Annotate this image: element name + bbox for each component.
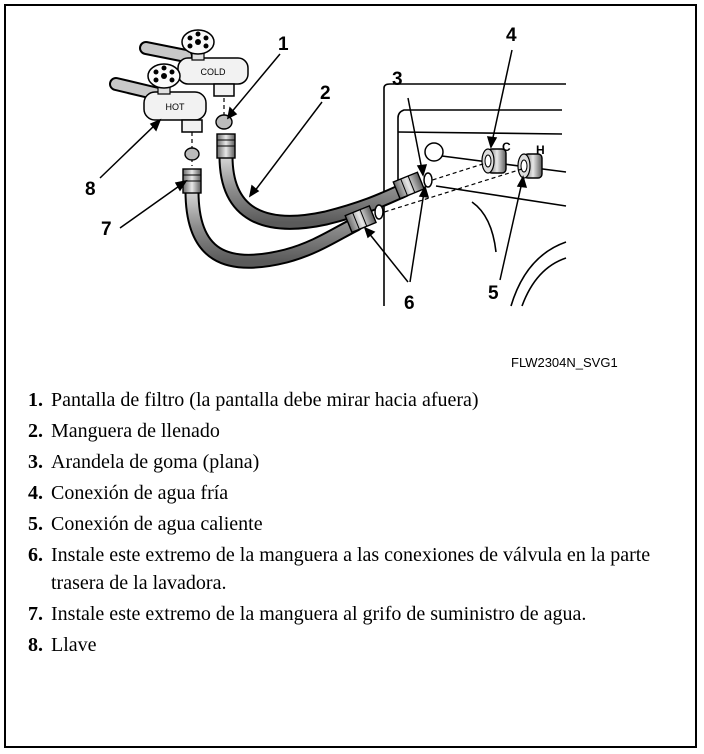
callout-1: 1 (278, 34, 289, 55)
legend-item: 8. Llave (28, 631, 688, 659)
legend-number: 5. (28, 513, 43, 535)
legend-item: 2. Manguera de llenado (28, 417, 688, 445)
cold-water-tap (139, 29, 249, 97)
document-frame: COLD HOT C H (4, 4, 697, 748)
alignment-lines (191, 98, 523, 215)
legend-number: 4. (28, 482, 43, 504)
legend-item: 7. Instale este extremo de la manguera al… (28, 600, 688, 628)
legend-item: 6. Instale este extremo de la manguera a … (28, 541, 688, 597)
legend-number: 1. (28, 389, 43, 411)
legend-text: Conexión de agua caliente (51, 513, 263, 535)
fill-hose-hot (184, 183, 364, 269)
legend-text: Instale este extremo de la manguera a la… (51, 544, 651, 594)
fill-hose-cold (218, 148, 412, 230)
callout-3: 3 (392, 69, 403, 90)
filter-screens (184, 114, 233, 161)
hose-diagram-illustration: COLD HOT C H (99, 29, 567, 307)
legend-item: 4. Conexión de agua fría (28, 479, 688, 507)
hose-coupling-cold-valve (392, 171, 426, 200)
cold-valve-connector (481, 148, 507, 174)
rubber-washers (374, 172, 433, 220)
hot-valve-connector (517, 153, 543, 179)
legend-text: Instale este extremo de la manguera al g… (51, 603, 587, 625)
legend-text: Llave (51, 634, 97, 656)
legend-text: Conexión de agua fría (51, 482, 229, 504)
legend-number: 8. (28, 634, 43, 656)
valve-cold-letter: C (502, 140, 511, 154)
legend-number: 3. (28, 451, 43, 473)
hose-coupling-hot-valve (344, 204, 377, 234)
legend-text: Arandela de goma (plana) (51, 451, 260, 473)
callout-2: 2 (320, 83, 331, 104)
callout-4: 4 (506, 25, 517, 46)
panel-hole (424, 142, 444, 162)
legend-item: 3. Arandela de goma (plana) (28, 448, 688, 476)
installation-diagram: COLD HOT C H (6, 6, 699, 386)
legend-number: 7. (28, 603, 43, 625)
tap-cold-label: COLD (200, 67, 226, 77)
valve-hot-letter: H (536, 143, 545, 157)
figure-caption: FLW2304N_SVG1 (511, 355, 618, 370)
legend-number: 6. (28, 544, 43, 566)
callout-5: 5 (488, 283, 499, 304)
callout-arrows (99, 49, 528, 283)
callout-8: 8 (85, 179, 96, 200)
callout-6: 6 (404, 293, 415, 314)
legend-text: Manguera de llenado (51, 420, 220, 442)
tap-hot-label: HOT (166, 102, 186, 112)
hose-coupling-cold-tap (216, 133, 236, 159)
hot-water-tap (109, 63, 207, 133)
parts-legend: 1. Pantalla de filtro (la pantalla debe m… (28, 386, 688, 662)
legend-item: 5. Conexión de agua caliente (28, 510, 688, 538)
legend-number: 2. (28, 420, 43, 442)
callout-7: 7 (101, 219, 112, 240)
legend-item: 1. Pantalla de filtro (la pantalla debe m… (28, 386, 688, 414)
legend-text: Pantalla de filtro (la pantalla debe mir… (51, 389, 479, 411)
